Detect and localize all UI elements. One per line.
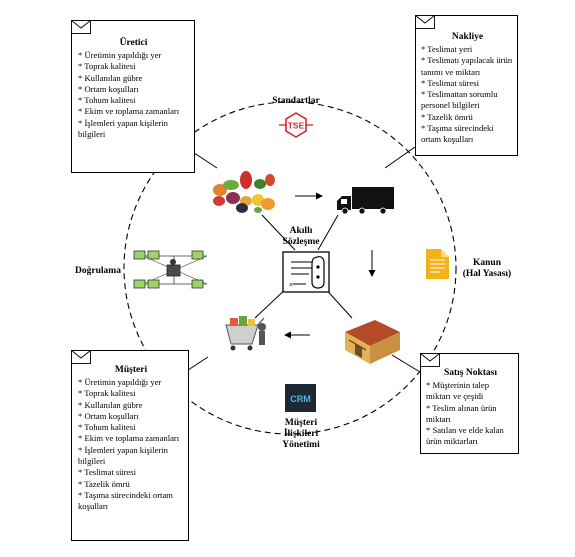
list-item: * Teslimattan sorumlu personel bilgileri — [421, 89, 498, 111]
list-item: * Teslimat yeri — [421, 44, 473, 54]
crm-label-line2: İlişkileri — [283, 429, 319, 439]
dashed-circle — [123, 101, 457, 435]
list-item: * Üretimin yapıldığı yer — [78, 50, 162, 60]
spoke-truck — [317, 214, 339, 251]
list-item: * Taşıma sürecindeki ortam koşulları — [421, 123, 494, 145]
crm-label: Müşteri İlişkileri Yönetimi — [270, 418, 332, 451]
musteri-title: Müşteri — [114, 365, 148, 375]
akilli-label-line2: Sözleşme — [282, 237, 320, 247]
uretici-list: * Üretimin yapıldığı yer * Toprak kalite… — [78, 50, 189, 140]
crm-logo: CRM — [285, 384, 316, 412]
list-item: * Tohum kalitesi — [78, 422, 136, 433]
nakliye-title: Nakliye — [451, 32, 484, 42]
list-item: * Teslimatı yapılacak ürün tanımı ve mik… — [421, 55, 513, 77]
envelope-icon — [420, 353, 440, 367]
list-item: * Ekim ve toplama zamanları — [78, 433, 180, 444]
envelope-icon — [71, 350, 91, 364]
tse-logo: TSE — [279, 112, 313, 138]
list-item: * Tazelik ömrü — [421, 111, 473, 122]
list-item: * İşlemleri yapan kişilerin bilgileri — [78, 117, 168, 140]
list-item: * Teslim alınan ürün miktarı — [426, 402, 497, 424]
list-item: * Tohum kalitesi — [78, 95, 136, 106]
uretici-title: Üretici — [119, 38, 148, 48]
list-item: * Üretimin yapıldığı yer — [78, 377, 162, 387]
list-item: * İşlemleri yapan kişilerin bilgileri — [78, 444, 168, 467]
list-item: * Ortam koşulları — [78, 410, 139, 421]
musteri-list: * Üretimin yapıldığı yer * Toprak kalite… — [78, 377, 184, 513]
akilli-sozlesme-label: Akıllı Sözleşme — [276, 226, 326, 248]
network-verification-icon — [133, 250, 208, 289]
list-item: * Kullanılan gübre — [78, 72, 143, 83]
standartlar-label: Standartlar — [272, 96, 320, 106]
dogrulama-label: Doğrulama — [75, 266, 121, 276]
kanun-label: Kanun (Hal Yasası) — [452, 258, 522, 280]
list-item: * Kullanılan gübre — [78, 399, 143, 410]
nakliye-list: * Teslimat yeri * Teslimatı yapılacak ür… — [421, 44, 514, 146]
smart-contract-icon: × — [282, 251, 330, 293]
envelope-icon — [415, 15, 435, 29]
connector-satis — [391, 354, 421, 373]
list-item: * Tazelik ömrü — [78, 478, 130, 489]
truck-icon — [337, 187, 394, 215]
spoke-produce — [261, 214, 296, 251]
crm-label-line1: Müşteri — [284, 418, 318, 428]
satis-list: * Müşterinin talep miktarı ve çeşidi * T… — [426, 380, 515, 448]
list-item: * Ortam koşulları — [78, 83, 139, 94]
list-item: * Toprak kalitesi — [78, 388, 136, 399]
akilli-label-line1: Akıllı — [289, 226, 313, 236]
crm-label-line3: Yönetimi — [282, 440, 320, 450]
shopping-cart-icon — [225, 316, 266, 351]
connector-nakliye — [384, 146, 416, 169]
svg-text:TSE: TSE — [288, 121, 305, 131]
produce-icon — [213, 171, 275, 213]
kanun-label-line1: Kanun — [473, 258, 501, 268]
list-item: * Teslimat süresi — [421, 77, 479, 88]
law-document-icon — [426, 249, 449, 279]
list-item: * Ekim ve toplama zamanları — [78, 106, 180, 117]
satis-noktasi-box: Satış Noktası * Müşterinin talep miktarı… — [420, 353, 519, 454]
nakliye-box: Nakliye * Teslimat yeri * Teslimatı yapı… — [415, 15, 518, 156]
list-item: * Satılan ve elde kalan ürün miktarları — [426, 425, 504, 447]
svg-text:CRM: CRM — [290, 394, 311, 404]
list-item: * Toprak kalitesi — [78, 61, 136, 72]
store-icon — [345, 320, 400, 364]
svg-text:×: × — [289, 282, 293, 289]
list-item: * Müşterinin talep miktarı ve çeşidi — [426, 380, 490, 402]
envelope-icon — [71, 20, 91, 34]
kanun-label-line2: (Hal Yasası) — [462, 269, 512, 279]
uretici-box: Üretici * Üretimin yapıldığı yer * Topra… — [71, 20, 195, 173]
list-item: * Teslimat süresi — [78, 467, 136, 478]
musteri-box: Müşteri * Üretimin yapıldığı yer * Topra… — [71, 350, 189, 541]
satis-title: Satış Noktası — [443, 368, 498, 378]
list-item: * Taşıma sürecindeki ortam koşulları — [78, 489, 173, 512]
